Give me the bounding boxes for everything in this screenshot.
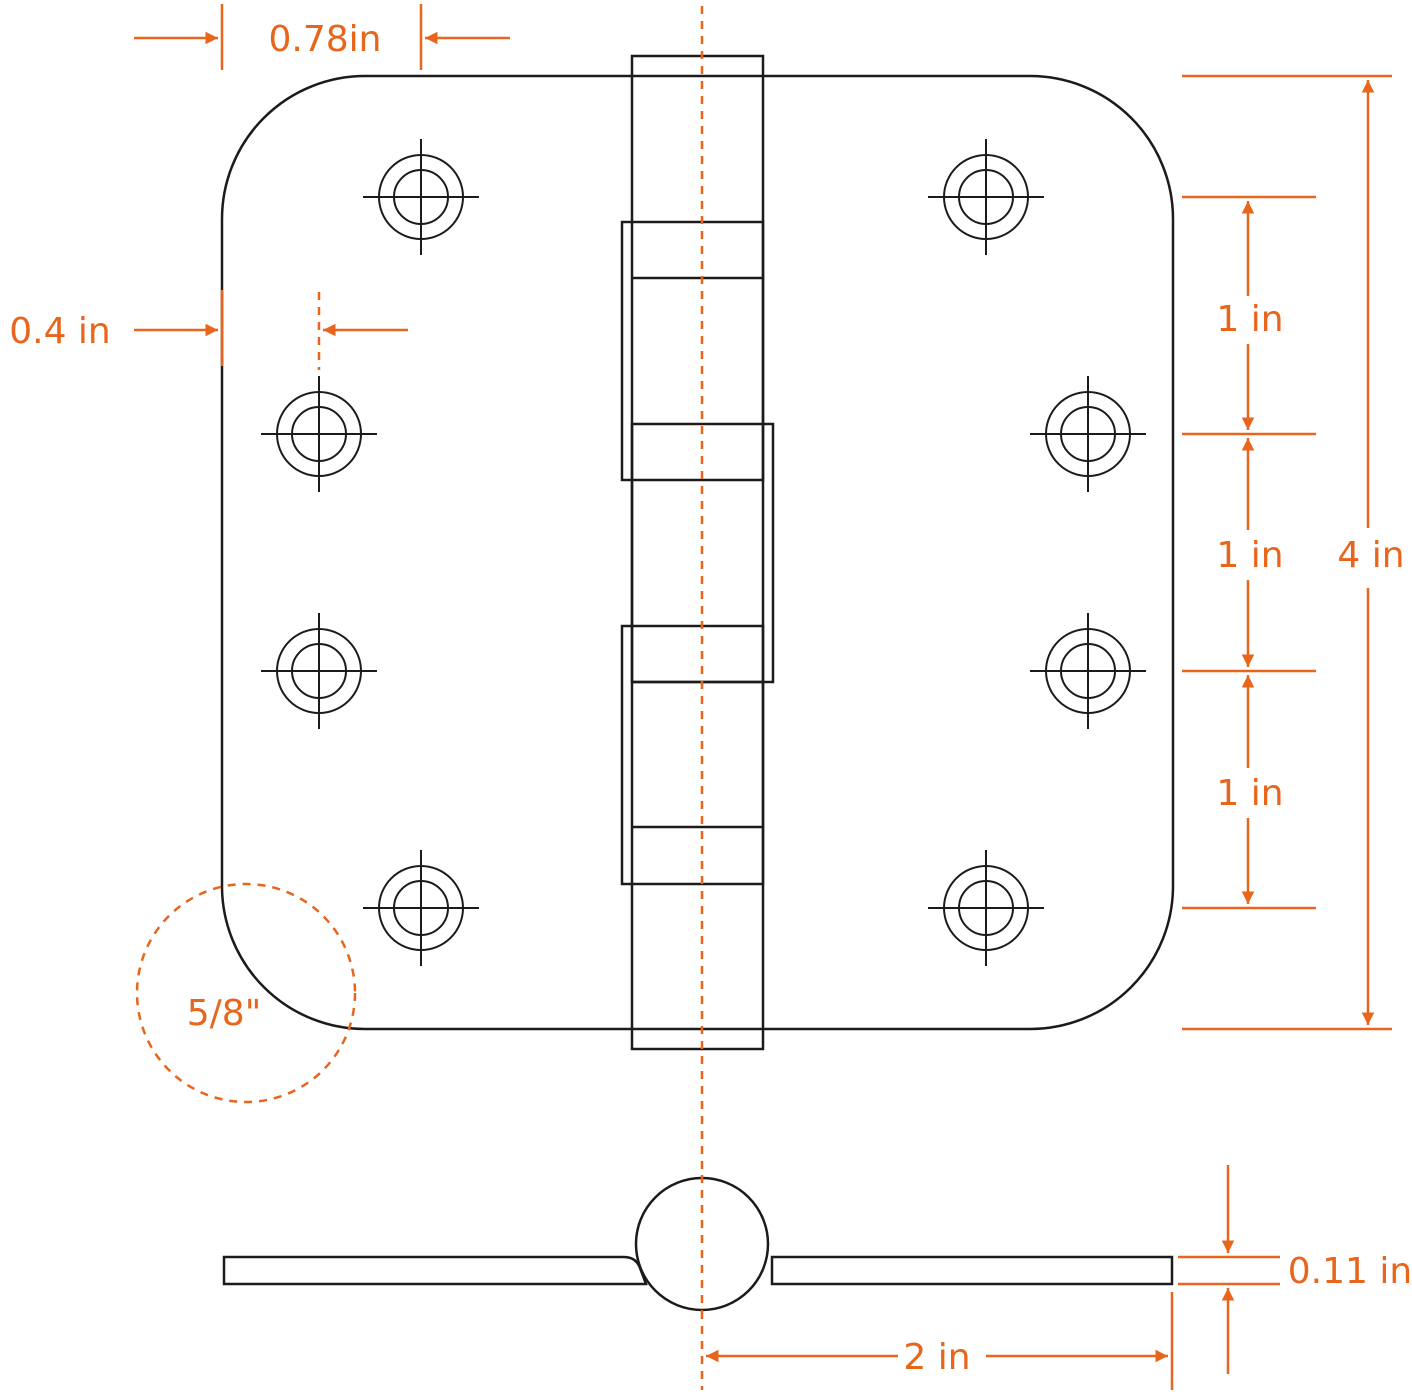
screw-hole (1030, 613, 1146, 729)
dimension-leaf-width: 2 in (706, 1292, 1174, 1390)
hinge-side-view (222, 1176, 1174, 1312)
label-corner-radius: 5/8" (187, 993, 262, 1034)
label-hole-spacing-2: 1 in (1216, 535, 1283, 576)
label-overall-height: 4 in (1337, 535, 1404, 576)
hinge-knuckle (620, 54, 775, 1051)
screw-hole (363, 139, 479, 255)
screw-hole (928, 139, 1044, 255)
screw-holes (261, 139, 1146, 966)
dimension-leaf-offset: 0.78in (134, 4, 510, 70)
screw-hole (928, 850, 1044, 966)
dimension-leaf-thickness: 0.11 in (1178, 1165, 1412, 1374)
screw-hole (261, 376, 377, 492)
hinge-plate-outline (220, 74, 1175, 1031)
screw-hole (363, 850, 479, 966)
label-hole-edge-offset: 0.4 in (9, 311, 111, 352)
label-hole-spacing-1: 1 in (1216, 299, 1283, 340)
dimension-hole-spacing: 1 in 1 in 1 in (1182, 195, 1316, 910)
label-leaf-thickness: 0.11 in (1288, 1251, 1412, 1292)
screw-hole (1030, 376, 1146, 492)
dimension-hole-edge-offset: 0.4 in (9, 290, 408, 370)
dimension-overall-height: 4 in (1182, 74, 1405, 1031)
dimension-corner-radius: 5/8" (135, 882, 357, 1104)
label-leaf-width: 2 in (903, 1337, 970, 1378)
label-hole-spacing-3: 1 in (1216, 773, 1283, 814)
label-leaf-offset: 0.78in (269, 19, 382, 60)
screw-hole (261, 613, 377, 729)
